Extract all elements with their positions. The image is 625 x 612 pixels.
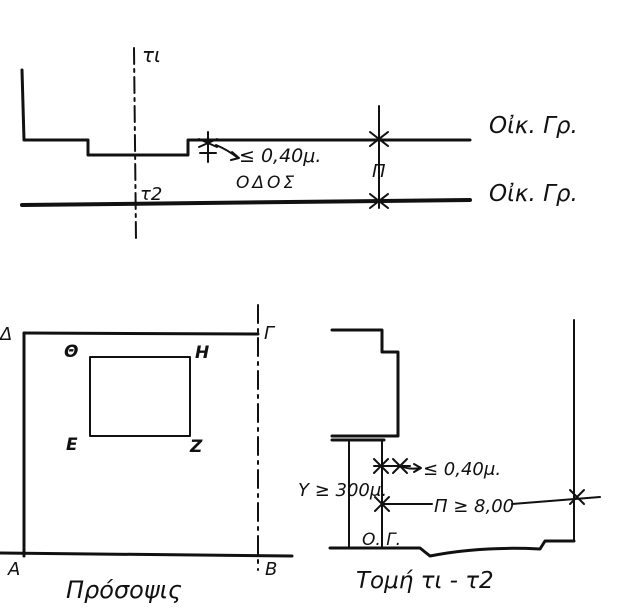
section-width-min: Π ≥ 8,00 xyxy=(434,496,514,517)
section-ground-mark: Ο. Γ. xyxy=(362,530,401,550)
corner-g-label: Γ xyxy=(264,323,276,344)
plan-building-line-label-bottom: Oἰκ. Γρ. xyxy=(489,181,578,207)
section-ground-profile xyxy=(328,539,576,558)
section-view: ≤ 0,40μ. Υ ≥ 300μ. Π ≥ 8,00 Ο. Γ. Τομή τ… xyxy=(298,319,601,594)
elevation-view: Δ Γ Θ Η Ε Ζ Α Β Πρόσοψις xyxy=(0,304,294,604)
plan-projection-limit: ≤ 0,40μ. xyxy=(239,145,321,167)
corner-h-label: Η xyxy=(195,343,209,363)
plan-building-line-label-top: Oἰκ. Γρ. xyxy=(489,113,578,139)
elevation-caption: Πρόσοψις xyxy=(66,576,182,604)
section-building-profile xyxy=(330,328,400,438)
plan-label-t1: τι xyxy=(142,43,161,67)
plan-cross-mark-left xyxy=(198,131,218,163)
plan-projection-arrow xyxy=(215,144,240,161)
corner-z-label: Ζ xyxy=(189,437,203,457)
section-height-min: Υ ≥ 300μ. xyxy=(298,480,387,501)
plan-label-t2: τ2 xyxy=(140,184,162,205)
plan-building-line-upper xyxy=(20,68,472,157)
section-caption: Τομή τι - τ2 xyxy=(356,568,494,594)
elevation-outer-frame xyxy=(22,331,260,336)
corner-a-label: Α xyxy=(7,559,20,580)
elevation-ground-line xyxy=(0,551,294,558)
section-projection-limit: ≤ 0,40μ. xyxy=(423,459,501,480)
plan-view: τι τ2 ≤ 0,40μ. ΟΔΟΣ Π Oἰκ. Γρ. Oἰκ. Γρ. xyxy=(20,43,578,241)
elevation-inner-rect xyxy=(89,356,191,437)
corner-th-label: Θ xyxy=(64,342,78,362)
plan-cross-mark-right xyxy=(369,105,389,209)
plan-street-label: ΟΔΟΣ xyxy=(236,173,297,193)
section-cross-marks xyxy=(373,458,585,512)
plan-width-mark: Π xyxy=(372,161,386,182)
corner-e-label: Ε xyxy=(66,435,78,455)
corner-b-label: Β xyxy=(265,559,277,580)
section-width-dimension xyxy=(381,496,601,505)
plan-section-line xyxy=(133,47,137,241)
section-projection-arrow xyxy=(399,463,422,473)
corner-d-label: Δ xyxy=(0,324,12,345)
plan-building-line-lower xyxy=(20,198,472,207)
